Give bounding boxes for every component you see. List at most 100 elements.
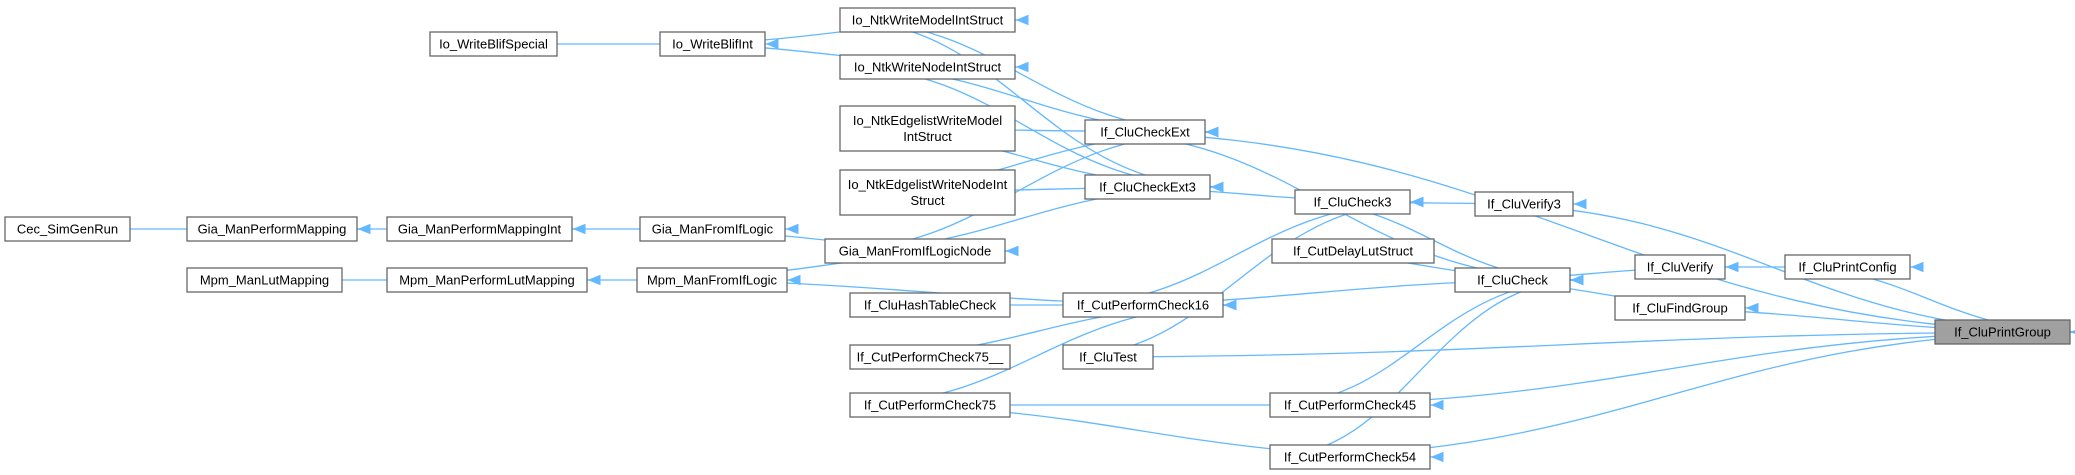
node-io-writeblifspecial[interactable]: Io_WriteBlifSpecial (429, 31, 558, 57)
node-label: Io_NtkWriteModelIntStruct (852, 13, 1004, 28)
node-box (1474, 191, 1574, 217)
node-label: If_CutPerformCheck45 (1284, 398, 1416, 413)
node-gia-manfromiflogic[interactable]: Gia_ManFromIfLogic (639, 216, 786, 242)
node-label: If_CluVerify (1647, 260, 1714, 275)
node-label: Io_NtkEdgelistWriteNodeInt (848, 177, 1008, 192)
node-if-clutest[interactable]: If_CluTest (1062, 344, 1154, 370)
node-box (839, 54, 1016, 80)
node-if-cluverify3[interactable]: If_CluVerify3 (1474, 191, 1574, 217)
node-box (659, 31, 766, 57)
node-label: If_CluCheckExt3 (1099, 180, 1196, 195)
node-box (1271, 238, 1435, 264)
node-box (839, 7, 1016, 33)
node-mpm-manperformlutmapping[interactable]: Mpm_ManPerformLutMapping (386, 267, 588, 293)
node-box (839, 105, 1016, 152)
node-label: IntStruct (903, 129, 952, 144)
node-if-clucheckext[interactable]: If_CluCheckExt (1084, 119, 1206, 145)
node-box (636, 267, 788, 293)
node-label: If_CutPerformCheck54 (1284, 450, 1416, 465)
node-if-cluhashtablecheck[interactable]: If_CluHashTableCheck (849, 292, 1011, 318)
edge-if-clutest-to-if-clucheck3 (1062, 196, 1424, 358)
node-label: If_CluPrintGroup (1954, 325, 2051, 340)
node-label: If_CutPerformCheck16 (1077, 298, 1209, 313)
node-box (849, 344, 1011, 370)
node-box (839, 169, 1016, 216)
node-box (386, 216, 573, 242)
node-if-clucheck[interactable]: If_CluCheck (1454, 267, 1571, 293)
node-if-cutperformcheck75[interactable]: If_CutPerformCheck75 (849, 392, 1011, 418)
node-box (1269, 444, 1431, 470)
node-label: Io_WriteBlifInt (672, 37, 753, 52)
node-if-cutperformcheck45[interactable]: If_CutPerformCheck45 (1269, 392, 1431, 418)
node-box (849, 292, 1011, 318)
node-label: Gia_ManPerformMapping (198, 222, 347, 237)
node-box (429, 31, 558, 57)
node-box (186, 267, 343, 293)
node-label: Gia_ManPerformMappingInt (398, 222, 562, 237)
node-label: Cec_SimGenRun (17, 222, 118, 237)
node-box (4, 216, 131, 242)
node-label: Struct (911, 193, 945, 208)
node-box (1634, 254, 1726, 280)
node-label: If_CluHashTableCheck (864, 298, 997, 313)
node-box (1454, 267, 1571, 293)
node-io-ntkwritenodeintstruct[interactable]: Io_NtkWriteNodeIntStruct (839, 54, 1016, 80)
node-if-clucheck3[interactable]: If_CluCheck3 (1294, 189, 1411, 215)
node-box (849, 392, 1011, 418)
nodes-layer: If_CluPrintGroup If_CluPrintConfig If_CluV… (4, 7, 2071, 470)
node-label: If_CluFindGroup (1632, 301, 1727, 316)
node-label: If_CluVerify3 (1487, 197, 1561, 212)
node-gia-manfromiflogicnode[interactable]: Gia_ManFromIfLogicNode (824, 238, 1006, 264)
node-box (639, 216, 786, 242)
node-gia-manperformmapping[interactable]: Gia_ManPerformMapping (186, 216, 358, 242)
node-if-clufindgroup[interactable]: If_CluFindGroup (1614, 295, 1746, 321)
node-box (1934, 319, 2071, 345)
node-if-cluprintgroup[interactable]: If_CluPrintGroup (1934, 319, 2071, 345)
node-box (386, 267, 588, 293)
edge-if-clutest-to-if-cluprintgroup (1062, 330, 2075, 358)
node-label: Gia_ManFromIfLogicNode (839, 244, 991, 259)
node-if-cluprintconfig[interactable]: If_CluPrintConfig (1784, 254, 1911, 280)
node-box (1084, 174, 1211, 200)
node-box (824, 238, 1006, 264)
node-if-cutperformcheck75[interactable]: If_CutPerformCheck75__ (849, 344, 1011, 370)
node-label: Mpm_ManPerformLutMapping (399, 273, 575, 288)
node-cec-simgenrun[interactable]: Cec_SimGenRun (4, 216, 131, 242)
node-if-cluverify[interactable]: If_CluVerify (1634, 254, 1726, 280)
node-box (1084, 119, 1206, 145)
node-label: If_CutPerformCheck75__ (857, 350, 1004, 365)
node-label: Io_WriteBlifSpecial (439, 37, 548, 52)
node-label: If_CluTest (1079, 350, 1137, 365)
node-label: If_CluCheck3 (1313, 195, 1391, 210)
node-box (1614, 295, 1746, 321)
node-box (1269, 392, 1431, 418)
edge-if-cutperformcheck45-to-if-clucheck (1269, 274, 1584, 406)
edge-if-cutperformcheck54-to-if-cluprintgroup (1269, 330, 2075, 458)
node-label: Io_NtkWriteNodeIntStruct (854, 60, 1002, 75)
node-label: If_CluCheck (1477, 273, 1548, 288)
node-io-writeblifint[interactable]: Io_WriteBlifInt (659, 31, 766, 57)
node-if-cutperformcheck16[interactable]: If_CutPerformCheck16 (1062, 292, 1224, 318)
node-label: Mpm_ManFromIfLogic (647, 273, 778, 288)
node-box (186, 216, 358, 242)
node-box (1294, 189, 1411, 215)
edge-if-clucheckext-to-if-cluprintgroup (1084, 131, 2075, 334)
node-box (1062, 292, 1224, 318)
node-if-clucheckext3[interactable]: If_CluCheckExt3 (1084, 174, 1211, 200)
node-if-cutperformcheck54[interactable]: If_CutPerformCheck54 (1269, 444, 1431, 470)
node-label: If_CluCheckExt (1100, 125, 1190, 140)
node-mpm-manlutmapping[interactable]: Mpm_ManLutMapping (186, 267, 343, 293)
node-if-cutdelaylutstruct[interactable]: If_CutDelayLutStruct (1271, 238, 1435, 264)
node-io-ntkwritemodelintstruct[interactable]: Io_NtkWriteModelIntStruct (839, 7, 1016, 33)
node-label: Io_NtkEdgelistWriteModel (853, 113, 1002, 128)
node-mpm-manfromiflogic[interactable]: Mpm_ManFromIfLogic (636, 267, 788, 293)
node-label: Mpm_ManLutMapping (200, 273, 329, 288)
node-label: If_CutDelayLutStruct (1293, 244, 1413, 259)
node-label: If_CutPerformCheck75 (864, 398, 996, 413)
node-box (1784, 254, 1911, 280)
node-box (1062, 344, 1154, 370)
node-gia-manperformmappingint[interactable]: Gia_ManPerformMappingInt (386, 216, 573, 242)
